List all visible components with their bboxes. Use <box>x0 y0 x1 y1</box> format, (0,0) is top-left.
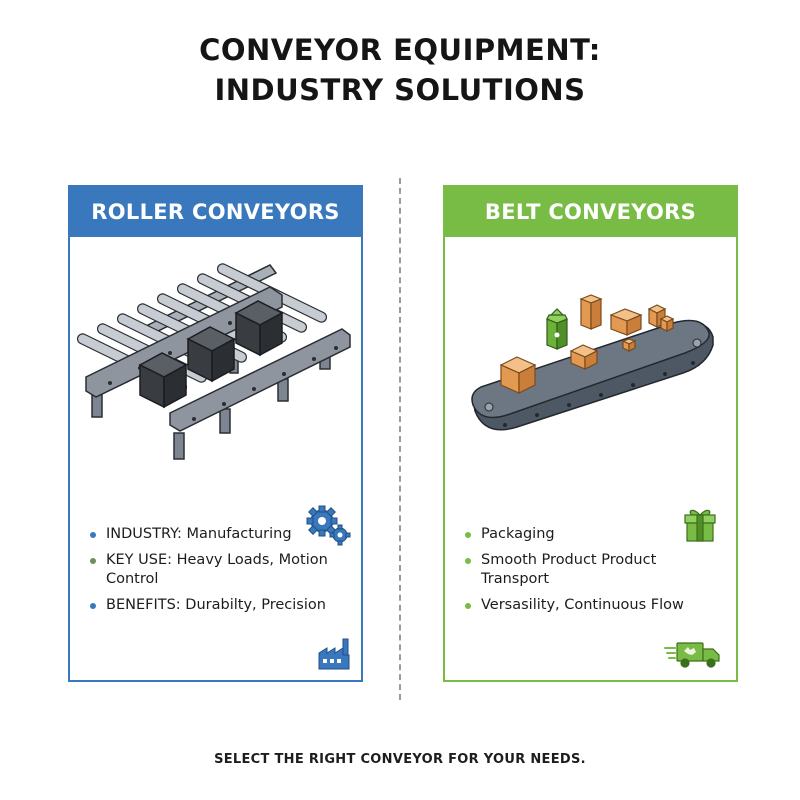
roller-bullet-list: INDUSTRY: Manufacturing KEY USE: Heavy L… <box>90 525 350 622</box>
belt-conveyors-panel: BELT CONVEYORS <box>443 185 738 682</box>
list-item: INDUSTRY: Manufacturing <box>90 525 350 544</box>
center-divider <box>399 178 401 700</box>
bullet-text: Packaging <box>481 526 555 542</box>
belt-bullet-list: Packaging Smooth Product Product Transpo… <box>465 525 725 622</box>
roller-panel-header: ROLLER CONVEYORS <box>70 187 361 237</box>
list-item: Packaging <box>465 525 725 544</box>
list-item: KEY USE: Heavy Loads, Motion Control <box>90 551 350 589</box>
gears-icon <box>306 505 351 546</box>
bullet-text: KEY USE: Heavy Loads, Motion Control <box>106 552 328 587</box>
bullet-dot <box>90 532 96 538</box>
list-item: Versasility, Continuous Flow <box>465 596 725 615</box>
footer-tagline: SELECT THE RIGHT CONVEYOR FOR YOUR NEEDS… <box>214 752 586 767</box>
gift-box-icon <box>684 509 716 542</box>
title-line-1: CONVEYOR EQUIPMENT: <box>199 33 601 67</box>
list-item: Smooth Product Product Transport <box>465 551 725 589</box>
roller-conveyors-panel: ROLLER CONVEYORS <box>68 185 363 682</box>
list-item: BENEFITS: Durabilty, Precision <box>90 596 350 615</box>
bullet-text: BENEFITS: Durabilty, Precision <box>106 597 326 613</box>
page-title: CONVEYOR EQUIPMENT: INDUSTRY SOLUTIONS <box>0 30 800 110</box>
bullet-text: INDUSTRY: Manufacturing <box>106 526 292 542</box>
bullet-dot <box>465 532 471 538</box>
bullet-text: Smooth Product Product Transport <box>481 552 657 587</box>
bullet-dot <box>90 558 96 564</box>
bullet-dot <box>465 558 471 564</box>
bullet-text: Versasility, Continuous Flow <box>481 597 684 613</box>
factory-icon <box>318 638 350 670</box>
bullet-dot <box>90 603 96 609</box>
belt-conveyor-illustration <box>471 294 714 431</box>
title-line-2: INDUSTRY SOLUTIONS <box>214 73 586 107</box>
roller-conveyor-illustration <box>76 263 351 460</box>
delivery-truck-icon <box>664 642 720 668</box>
belt-panel-header: BELT CONVEYORS <box>445 187 736 237</box>
bullet-dot <box>465 603 471 609</box>
